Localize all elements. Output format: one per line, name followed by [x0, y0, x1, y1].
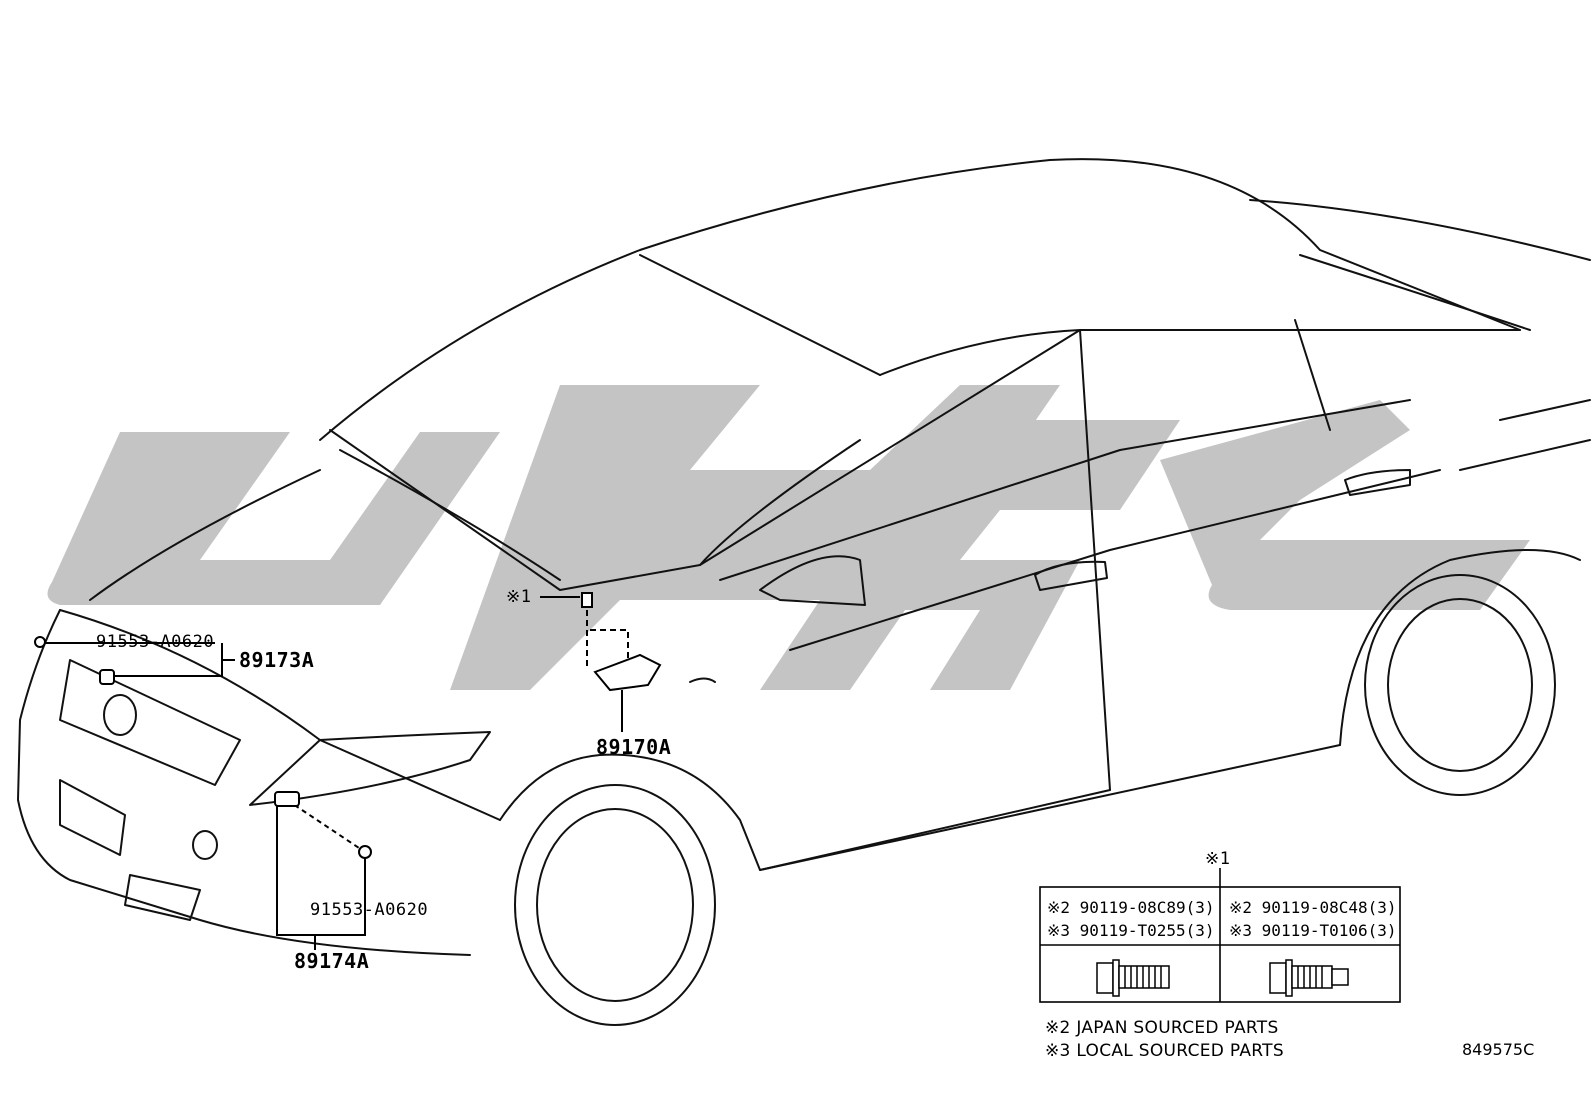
car-outline: [17, 158, 1591, 956]
legend-note: ※2 JAPAN SOURCED PARTS: [1045, 1018, 1279, 1038]
front-wheel-tire: [514, 784, 716, 1026]
bolt-table: [1039, 868, 1401, 1003]
bolt-part-number: ※2 90119-08C48(3): [1229, 898, 1397, 917]
headlamp-round: [103, 694, 137, 736]
rear-wheel-rim: [1387, 598, 1533, 772]
bolt-icon: [581, 592, 593, 608]
legend-note: ※3 LOCAL SOURCED PARTS: [1045, 1041, 1284, 1061]
wheels: [103, 574, 1556, 1026]
rear-wheel-tire: [1364, 574, 1556, 796]
part-number-label: 89174A: [294, 949, 370, 973]
bolt-icon: [358, 845, 372, 859]
airbag-sensor-assembly: [593, 653, 662, 692]
watermark-logo: [47, 385, 1530, 690]
sensor-parts: [34, 592, 662, 859]
fog-lamp: [192, 830, 218, 860]
front-impact-sensor-right: [99, 669, 115, 685]
part-number-label: 89170A: [596, 735, 672, 759]
diagram-code: 849575C: [1462, 1040, 1535, 1059]
bolt-table-header: ※1: [1205, 849, 1231, 869]
hex-flange-bolt-long-icon: [1269, 959, 1349, 997]
bolt-part-number: ※3 90119-T0255(3): [1047, 921, 1215, 940]
part-number-label: 89173A: [239, 648, 315, 672]
front-impact-sensor-left: [274, 791, 300, 807]
front-wheel-rim: [536, 808, 694, 1002]
bolt-part-number: ※3 90119-T0106(3): [1229, 921, 1397, 940]
reference-marker: ※1: [506, 587, 532, 607]
callout-lines: [45, 596, 629, 950]
part-number-label: 91553-A0620: [310, 900, 429, 920]
hex-flange-bolt-short-icon: [1096, 959, 1170, 997]
part-number-label: 91553-A0620: [96, 632, 215, 652]
bolt-icon: [34, 636, 46, 648]
bolt-part-number: ※2 90119-08C89(3): [1047, 898, 1215, 917]
